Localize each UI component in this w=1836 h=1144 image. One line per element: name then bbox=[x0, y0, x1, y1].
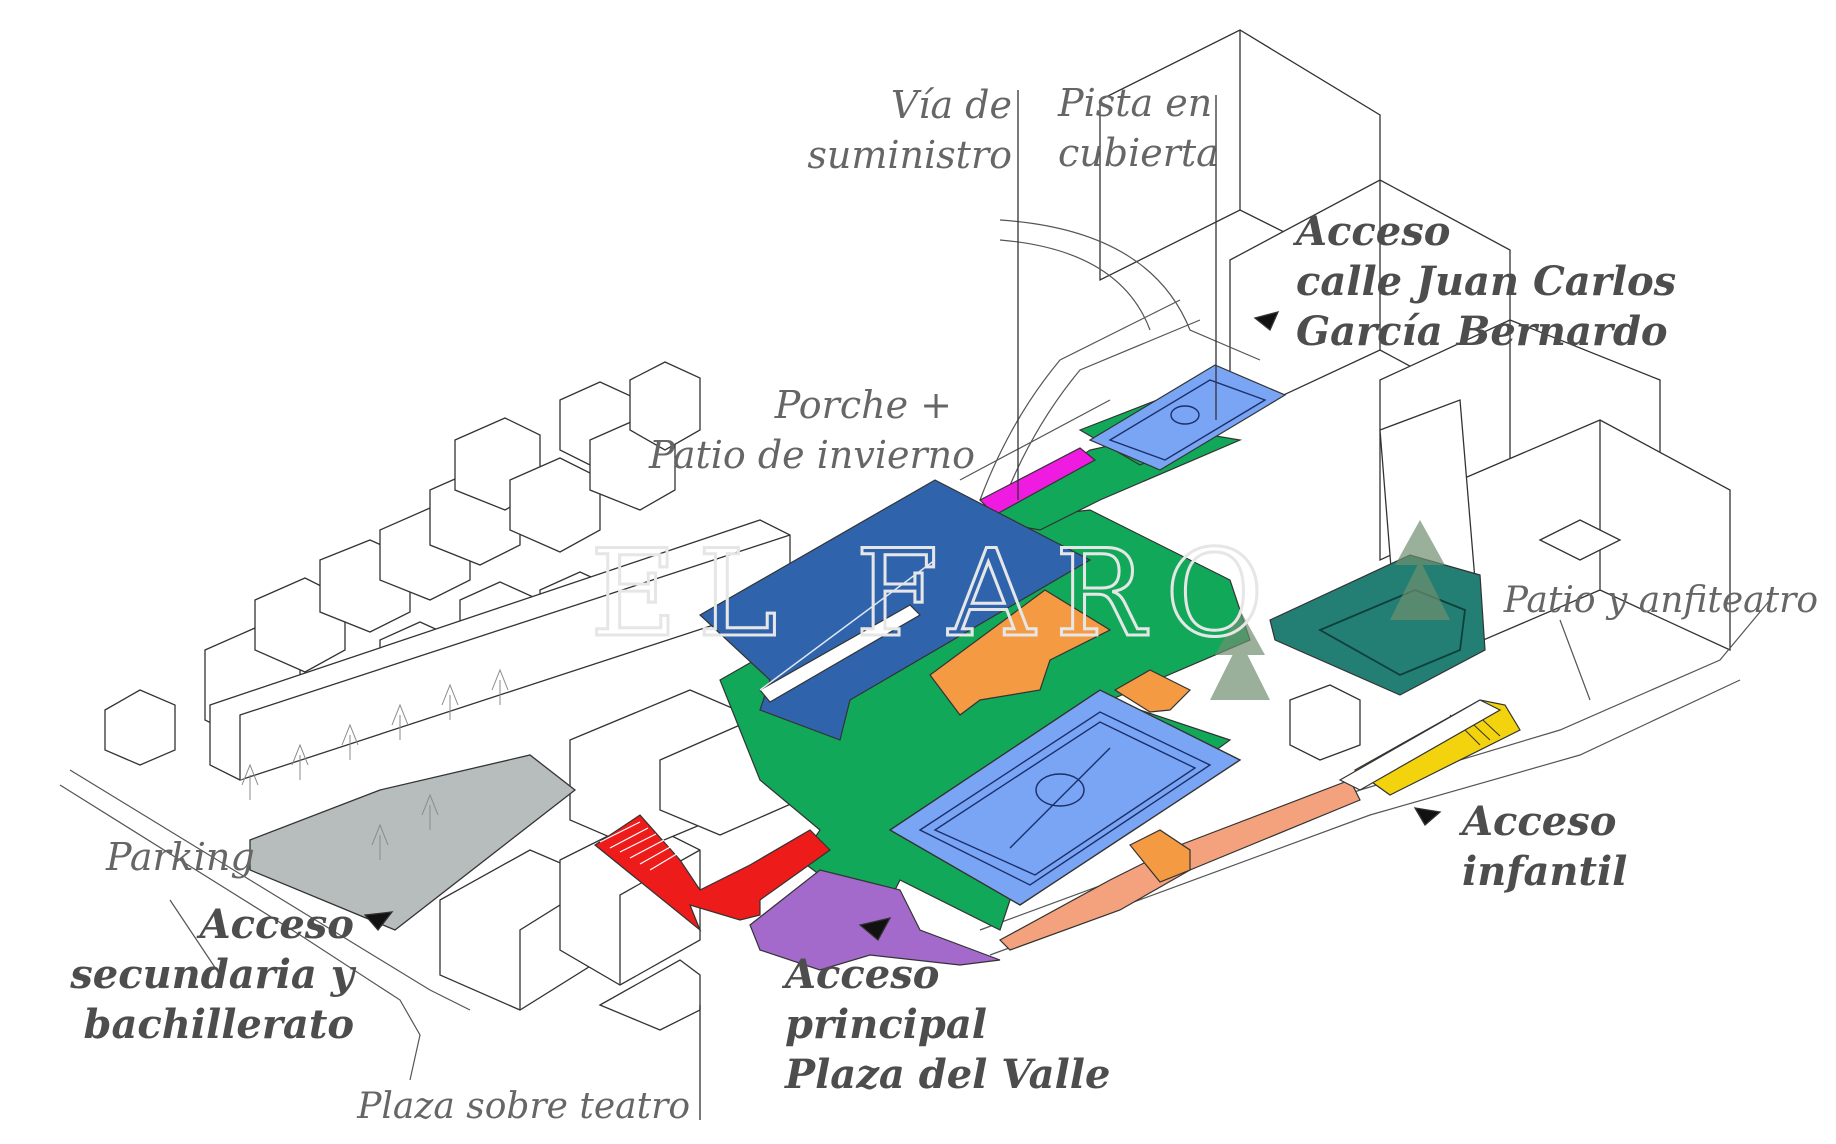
label-acceso-juan-carlos: Acceso calle Juan Carlos García Bernardo bbox=[1292, 208, 1676, 355]
arrow-principal bbox=[858, 917, 892, 942]
leader-lines bbox=[363, 90, 1442, 1120]
label-acceso-infantil: Acceso infantil bbox=[1458, 798, 1627, 895]
parking-area bbox=[249, 754, 577, 931]
label-acceso-secundaria: Acceso secundaria y bachillerato bbox=[69, 901, 356, 1048]
arrow-juan-carlos bbox=[1253, 311, 1280, 332]
orange-block bbox=[929, 589, 1112, 716]
label-line: Pista en bbox=[1057, 81, 1212, 125]
label-line: Parking bbox=[105, 835, 255, 879]
label-pista-cubierta: Pista en cubierta bbox=[1057, 81, 1219, 175]
label-line: Acceso bbox=[781, 951, 939, 998]
label-line: secundaria y bbox=[69, 951, 356, 998]
arrow-infantil bbox=[1413, 807, 1442, 827]
label-line: Porche + bbox=[774, 383, 952, 427]
label-line: infantil bbox=[1462, 848, 1627, 895]
label-line: Plaza sobre teatro bbox=[356, 1086, 690, 1127]
label-via-suministro: Vía de suministro bbox=[807, 83, 1012, 177]
label-parking: Parking bbox=[105, 835, 255, 879]
trees bbox=[241, 668, 509, 860]
label-line: suministro bbox=[807, 133, 1012, 177]
label-line: Vía de bbox=[891, 83, 1012, 127]
label-line: Acceso bbox=[1458, 798, 1616, 845]
label-line: Patio y anfiteatro bbox=[1503, 580, 1818, 621]
label-line: Acceso bbox=[1292, 208, 1450, 255]
label-patio-anfiteatro: Patio y anfiteatro bbox=[1503, 580, 1818, 621]
arrow-secundaria bbox=[363, 911, 394, 932]
pine-trees bbox=[1210, 520, 1450, 700]
label-line: calle Juan Carlos bbox=[1296, 258, 1676, 305]
yellow-infantil bbox=[1353, 699, 1521, 796]
plaza-principal-purple bbox=[749, 869, 1001, 971]
label-line: Patio de invierno bbox=[648, 433, 975, 477]
watermark: EL FARO bbox=[590, 525, 1284, 664]
label-line: Plaza del Valle bbox=[784, 1051, 1110, 1098]
label-line: bachillerato bbox=[83, 1001, 354, 1048]
label-porche: Porche + Patio de invierno bbox=[648, 383, 975, 477]
roof-court bbox=[1078, 364, 1287, 471]
main-sports-court bbox=[888, 689, 1242, 906]
orange-small-box bbox=[1113, 669, 1192, 713]
label-acceso-principal: Acceso principal Plaza del Valle bbox=[781, 951, 1110, 1098]
label-line: principal bbox=[785, 1001, 987, 1048]
label-line: Acceso bbox=[196, 901, 354, 948]
label-line: cubierta bbox=[1058, 131, 1219, 175]
label-line: García Bernardo bbox=[1296, 308, 1668, 355]
porche-patio-invierno bbox=[698, 479, 1092, 741]
salmon-step bbox=[1129, 829, 1191, 883]
plaza-sobre-teatro bbox=[593, 814, 831, 932]
label-plaza-teatro: Plaza sobre teatro bbox=[356, 1086, 690, 1127]
